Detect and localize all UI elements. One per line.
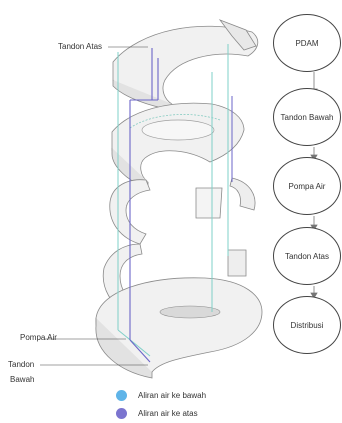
flow-node-tandon-bawah: Tandon Bawah: [273, 88, 341, 146]
upper-floor-slab: [112, 103, 244, 188]
legend-dot-up: [116, 408, 127, 419]
middle-floor-slab: [110, 178, 255, 244]
legend-label-down: Aliran air ke bawah: [138, 391, 206, 401]
label-pompa-air: Pompa Air: [20, 333, 57, 343]
label-tandon-atas: Tandon Atas: [58, 42, 102, 52]
flow-node-tandon-atas: Tandon Atas: [273, 227, 341, 285]
label-tandon-bawah-line2: Bawah: [10, 375, 34, 385]
flow-node-pompa-air: Pompa Air: [273, 157, 341, 215]
flow-node-pdam: PDAM: [273, 14, 341, 72]
ground-slab: [96, 278, 262, 378]
label-tandon-bawah-line1: Tandon: [8, 360, 34, 370]
legend-dot-down: [116, 390, 127, 401]
flow-node-distribusi: Distribusi: [273, 296, 341, 354]
legend-label-up: Aliran air ke atas: [138, 409, 198, 419]
roof-slab: [113, 20, 258, 110]
